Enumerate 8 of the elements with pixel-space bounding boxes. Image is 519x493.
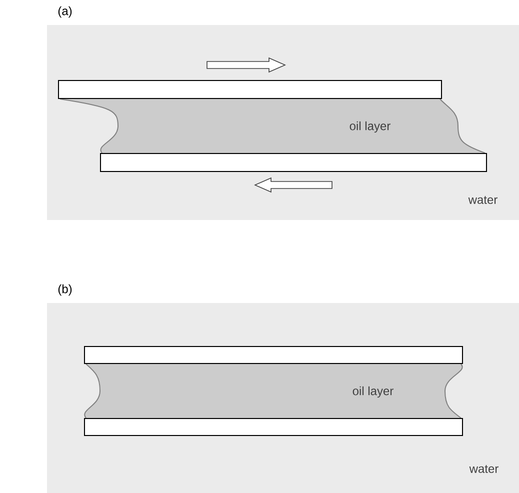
oil-layer: oil layer bbox=[84, 364, 463, 418]
node-label: (a) bbox=[58, 6, 72, 18]
node-label: (b) bbox=[58, 284, 72, 296]
plate bbox=[84, 418, 463, 436]
oil-layer: oil layer bbox=[60, 98, 486, 154]
plate bbox=[100, 153, 487, 172]
plate bbox=[58, 80, 442, 99]
plate bbox=[84, 346, 463, 364]
